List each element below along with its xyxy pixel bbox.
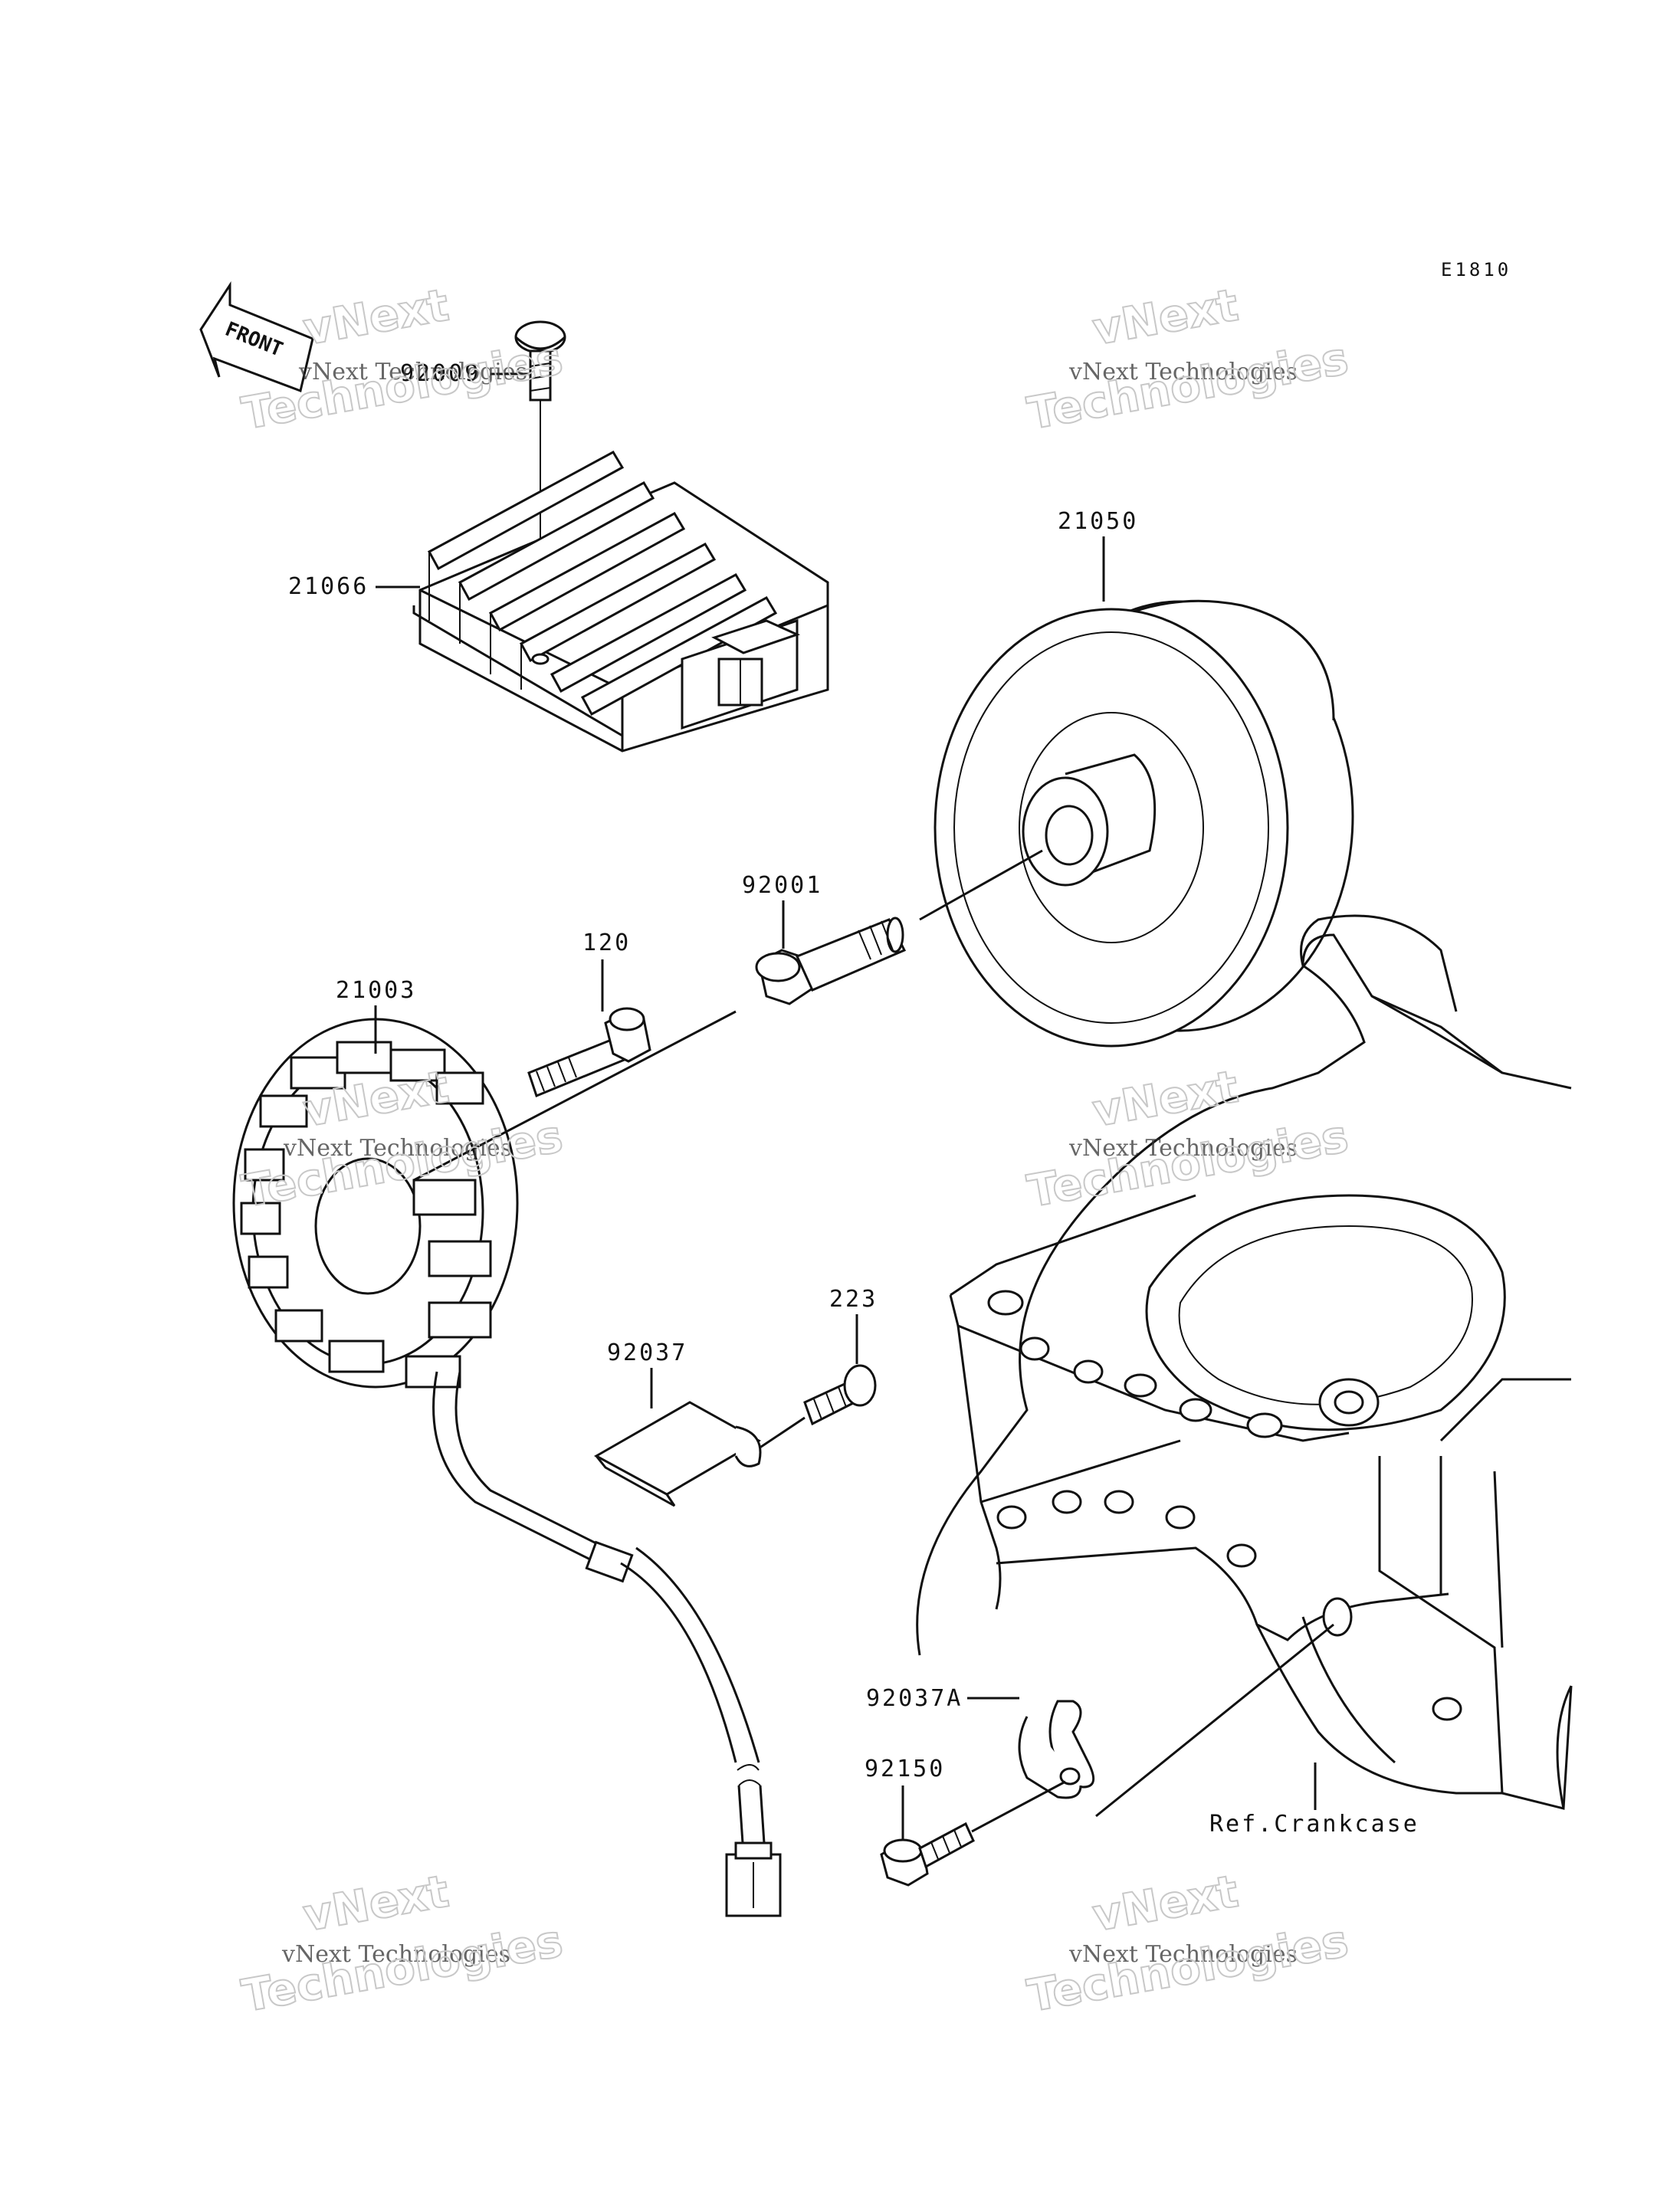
label-120: 120 xyxy=(582,930,631,956)
watermark-middle-right: vNext vNext Technologies Technologies xyxy=(1023,1060,1353,1218)
bolt-120 xyxy=(527,1007,651,1097)
label-21066: 21066 xyxy=(288,573,369,600)
watermark-bottom-right: vNext vNext Technologies Technologies xyxy=(1023,1864,1353,2023)
clamp-92037a xyxy=(1018,1700,1095,1799)
label-92009: 92009 xyxy=(400,360,481,387)
bolt-92150 xyxy=(880,1780,1066,1887)
svg-text:vNext: vNext xyxy=(1089,1061,1242,1137)
rotor-21050 xyxy=(919,599,1354,1048)
label-223: 223 xyxy=(829,1286,878,1313)
svg-text:Technologies: Technologies xyxy=(1024,332,1352,439)
label-92001: 92001 xyxy=(742,872,822,899)
svg-text:Technologies: Technologies xyxy=(1024,1914,1352,2022)
svg-text:vNext: vNext xyxy=(300,279,453,356)
svg-text:vNext Technologies: vNext Technologies xyxy=(281,1941,510,1968)
plate-92037 xyxy=(593,1401,762,1507)
screw-92009 xyxy=(514,320,566,621)
label-92150: 92150 xyxy=(865,1756,945,1782)
label-92037: 92037 xyxy=(607,1340,687,1366)
label-92037a: 92037A xyxy=(866,1685,963,1712)
svg-text:vNext Technologies: vNext Technologies xyxy=(1068,1135,1298,1162)
crankcase xyxy=(916,914,1573,1818)
label-21003: 21003 xyxy=(336,977,416,1004)
svg-text:vNext: vNext xyxy=(1089,1865,1242,1942)
screw-223 xyxy=(758,1364,877,1450)
svg-text:Technologies: Technologies xyxy=(238,1914,566,2022)
svg-text:vNext Technologies: vNext Technologies xyxy=(1068,1941,1298,1968)
stator-21003 xyxy=(232,1010,782,1917)
diagram-code: E1810 xyxy=(1441,259,1511,280)
svg-text:vNext Technologies: vNext Technologies xyxy=(298,359,527,385)
svg-text:vNext Technologies: vNext Technologies xyxy=(1068,359,1298,385)
bolt-92001 xyxy=(755,917,907,1005)
front-arrow-icon: FRONT xyxy=(199,280,314,393)
watermark-bottom-left: vNext vNext Technologies Technologies xyxy=(238,1864,567,2023)
svg-text:vNext Technologies: vNext Technologies xyxy=(283,1135,512,1162)
svg-text:vNext: vNext xyxy=(1089,279,1242,356)
label-crankcase: Ref.Crankcase xyxy=(1209,1811,1419,1838)
label-21050: 21050 xyxy=(1058,508,1138,535)
watermark-top-right: vNext vNext Technologies Technologies xyxy=(1023,278,1353,441)
svg-text:vNext: vNext xyxy=(300,1865,453,1942)
regulator-21066 xyxy=(412,450,829,753)
